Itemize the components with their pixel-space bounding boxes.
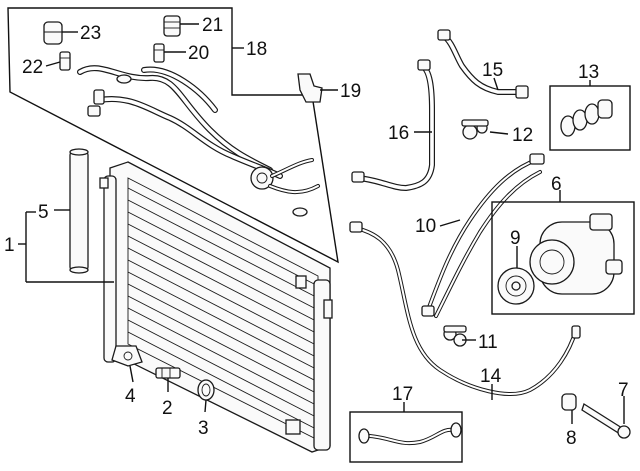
callout-13: 13 [578,62,599,83]
hose-clamp-12 [461,119,489,140]
callout-19: 19 [340,81,361,102]
service-cap-21 [163,15,181,37]
callout-17: 17 [392,384,413,405]
hose-kit-17 [349,411,463,463]
callout-22: 22 [22,57,43,78]
condenser [99,161,333,453]
callout-2: 2 [162,398,173,419]
clutch-9 [497,267,535,305]
service-cap-23 [43,21,63,45]
condenser-side-tank [103,175,117,363]
condenser-fitting [323,299,333,319]
hose-kit-frame [349,411,463,463]
service-valve-22 [59,51,71,71]
callout-7: 7 [618,380,629,401]
callout-4: 4 [125,386,136,407]
callout-10: 10 [415,216,436,237]
pressure-switch-4 [111,345,143,367]
condenser-fins [127,187,319,431]
callout-11: 11 [478,332,498,353]
callout-3: 3 [198,418,209,439]
drier-cartridge [69,148,89,274]
callout-15: 15 [482,60,503,81]
bracket-clip-19 [297,73,323,103]
condenser-receiver-tank [313,279,331,451]
callout-1: 1 [4,235,15,256]
suction-hose-16 [351,59,435,192]
callout-5: 5 [38,202,49,223]
liquid-line-10 [421,153,545,318]
o-ring-b [292,207,308,217]
hose-assembly-group [77,65,320,217]
callout-9: 9 [510,228,521,249]
compressor-6 [491,201,635,315]
o-ring-3 [197,379,215,401]
discharge-line-14 [349,221,581,396]
block-fitting [250,166,274,190]
condenser-port [285,419,301,435]
compressor-frame [491,201,635,315]
callout-8: 8 [566,428,577,449]
pressure-hose-15 [437,29,529,99]
bushing-8 [561,393,577,411]
bolt-7 [581,403,631,439]
callout-labels: 1 2 3 4 5 6 7 8 9 10 11 12 13 14 15 16 1… [4,15,629,449]
service-valve-20 [153,43,165,63]
callout-23: 23 [80,23,101,44]
callout-12: 12 [512,125,533,146]
callout-14: 14 [480,366,502,387]
callout-21: 21 [202,15,223,36]
o-ring-a [116,74,132,84]
condenser-bracket-top [99,177,109,189]
leader-lines [18,23,625,424]
line-clip-11 [443,325,467,347]
condenser-bracket-right [295,275,307,289]
callout-16: 16 [388,123,409,144]
sensor-2 [155,367,181,379]
seal-kit-13 [549,85,631,151]
callout-6: 6 [551,174,562,195]
callout-20: 20 [188,43,209,64]
callout-18: 18 [246,39,267,60]
